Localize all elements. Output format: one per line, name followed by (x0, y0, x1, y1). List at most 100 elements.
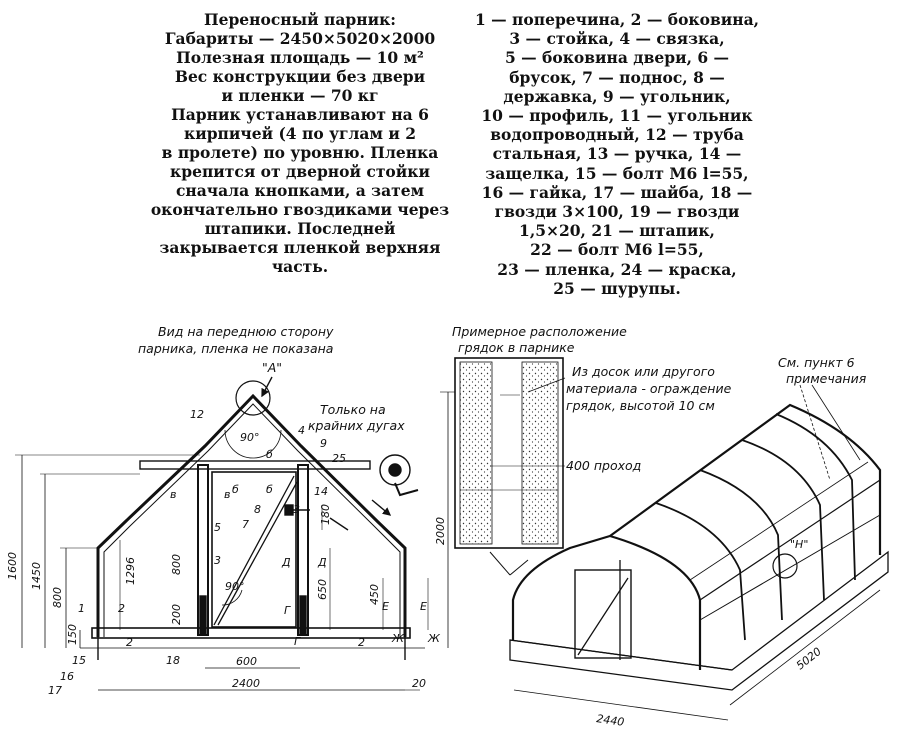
para-line-1: Парник устанавливают на 6 (171, 105, 429, 124)
dim-450: 450 (368, 584, 381, 605)
view-n-label: "Н" (790, 538, 808, 551)
legend-line: 25 — шурупы. (553, 278, 681, 298)
section-v-2: в (224, 488, 230, 501)
dim-650: 650 (316, 579, 329, 600)
part-2c: 2 (358, 636, 365, 649)
beds-caption-1: Примерное расположение (452, 324, 627, 339)
part-5: 5 (214, 521, 221, 534)
part-18: 18 (166, 654, 180, 667)
note-end-arcs-1: Только на (320, 402, 386, 417)
dim-5020: 5020 (794, 645, 824, 672)
legend-line: гвозди 3×100, 19 — гвозди (494, 202, 740, 222)
para-line-2: кирпичей (4 по углам и 2 (184, 124, 416, 143)
see-note-2: примечания (786, 371, 867, 386)
dim-200: 200 (170, 604, 183, 625)
dim-800-door: 800 (170, 554, 183, 575)
title: Переносный парник: (203, 10, 397, 29)
dim-2400: 2400 (232, 677, 260, 690)
dim-600: 600 (236, 655, 257, 668)
beds-note-3: грядок, высотой 10 см (566, 398, 715, 413)
section-v-1: в (170, 488, 176, 501)
note-end-arcs-2: крайних дугах (308, 418, 405, 433)
part-17: 17 (48, 684, 62, 697)
weight-line-2: и пленки — 70 кг (221, 86, 379, 105)
para-line-5: сначала кнопками, а затем (175, 181, 425, 200)
section-b-2: б (266, 483, 273, 496)
legend-line: 3 — стойка, 4 — связка, (509, 29, 725, 49)
part-3: 3 (214, 554, 221, 567)
legend-line: 1 — поперечина, 2 — боковина, (474, 10, 760, 29)
perspective-view (509, 384, 889, 721)
legend-line: 5 — боковина двери, 6 — (504, 48, 730, 68)
legend-line: державка, 9 — угольник, (503, 86, 731, 106)
part-14: 14 (314, 485, 328, 498)
part-15: 15 (72, 654, 86, 667)
part-2: 2 (118, 602, 125, 615)
section-zh-1: Ж (391, 632, 405, 645)
front-caption-2: парника, пленка не показана (138, 341, 333, 356)
beds-note-1: Из досок или другого (572, 364, 715, 379)
front-view-labels: Только на крайних дугах 90° 90° 12 4 9 2… (6, 402, 447, 697)
part-12: 12 (190, 408, 204, 421)
legend-line: брусок, 7 — поднос, 8 — (509, 67, 725, 87)
beds-note-2: материала - ограждение (566, 381, 732, 396)
dim-150: 150 (66, 624, 79, 645)
angle-90-door-label: 90° (225, 580, 245, 593)
view-a-label: "А" (262, 360, 282, 375)
legend-line: водопроводный, 12 — труба (490, 125, 744, 145)
section-g-2: Г (294, 635, 301, 648)
dim-2440: 2440 (596, 712, 626, 729)
section-d-2: Д (317, 556, 327, 569)
part-9: 9 (320, 437, 327, 450)
part-4: 4 (298, 424, 305, 437)
beds-labels: Из досок или другого материала - огражде… (566, 364, 732, 473)
dim-1600: 1600 (6, 552, 19, 580)
legend-line: защелка, 15 — болт М6 l=55, (485, 163, 749, 183)
see-note-1: См. пункт 6 (778, 355, 855, 370)
beds-caption-2: грядок в парнике (458, 340, 575, 355)
section-e-1: Е (382, 600, 389, 613)
legend-line: 22 — болт М6 l=55, (530, 240, 704, 260)
description-text: Переносный парник: Габариты — 2450×5020×… (150, 10, 450, 276)
dim-2000: 2000 (434, 517, 447, 545)
para-line-7: штапики. Последней (204, 219, 396, 238)
section-g-1: Г (284, 604, 291, 617)
para-line-4: крепится от дверной стойки (170, 162, 430, 181)
section-d-1: Д (281, 556, 291, 569)
section-zh-2: Ж (427, 632, 441, 645)
section-b-3: б (232, 483, 239, 496)
legend-line: 10 — профиль, 11 — угольник (481, 106, 753, 126)
front-caption-1: Вид на переднюю сторону (158, 324, 334, 339)
dim-180: 180 (319, 504, 332, 525)
para-line-8: закрывается пленкой верхняя (159, 238, 441, 257)
legend-line: 16 — гайка, 17 — шайба, 18 — (481, 182, 753, 202)
angle-90-label: 90° (240, 431, 260, 444)
front-view: Вид на переднюю сторону парника, пленка … (15, 324, 455, 691)
part-8: 8 (254, 503, 261, 516)
area-line: Полезная площадь — 10 м² (176, 48, 424, 67)
beds-layout: Примерное расположение грядок в парнике (452, 324, 627, 576)
dimensions-line: Габариты — 2450×5020×2000 (164, 29, 436, 48)
part-1: 1 (78, 602, 85, 615)
part-16: 16 (60, 670, 74, 683)
dim-1450: 1450 (30, 562, 43, 590)
weight-line-1: Вес конструкции без двери (174, 67, 426, 86)
dim-20: 20 (412, 677, 426, 690)
para-line-6: окончательно гвоздиками через (150, 200, 450, 219)
parts-legend: 1 — поперечина, 2 — боковина, 3 — стойка… (462, 10, 772, 298)
legend-line: 1,5×20, 21 — штапик, (519, 221, 715, 241)
legend-line: стальная, 13 — ручка, 14 — (492, 144, 742, 164)
dim-1296: 1296 (124, 557, 137, 585)
part-25: 25 (332, 452, 346, 465)
part-2b: 2 (126, 636, 133, 649)
part-13: 13 (286, 503, 300, 516)
para-line-3: в пролете) по уровню. Пленка (161, 143, 439, 162)
dim-800: 800 (51, 587, 64, 608)
para-line-9: часть. (271, 257, 329, 276)
section-b-1: б (266, 448, 273, 461)
section-e-2: Е (420, 600, 427, 613)
part-7: 7 (242, 518, 249, 531)
legend-line: 23 — пленка, 24 — краска, (497, 259, 737, 279)
detail-a-circle (235, 380, 271, 416)
